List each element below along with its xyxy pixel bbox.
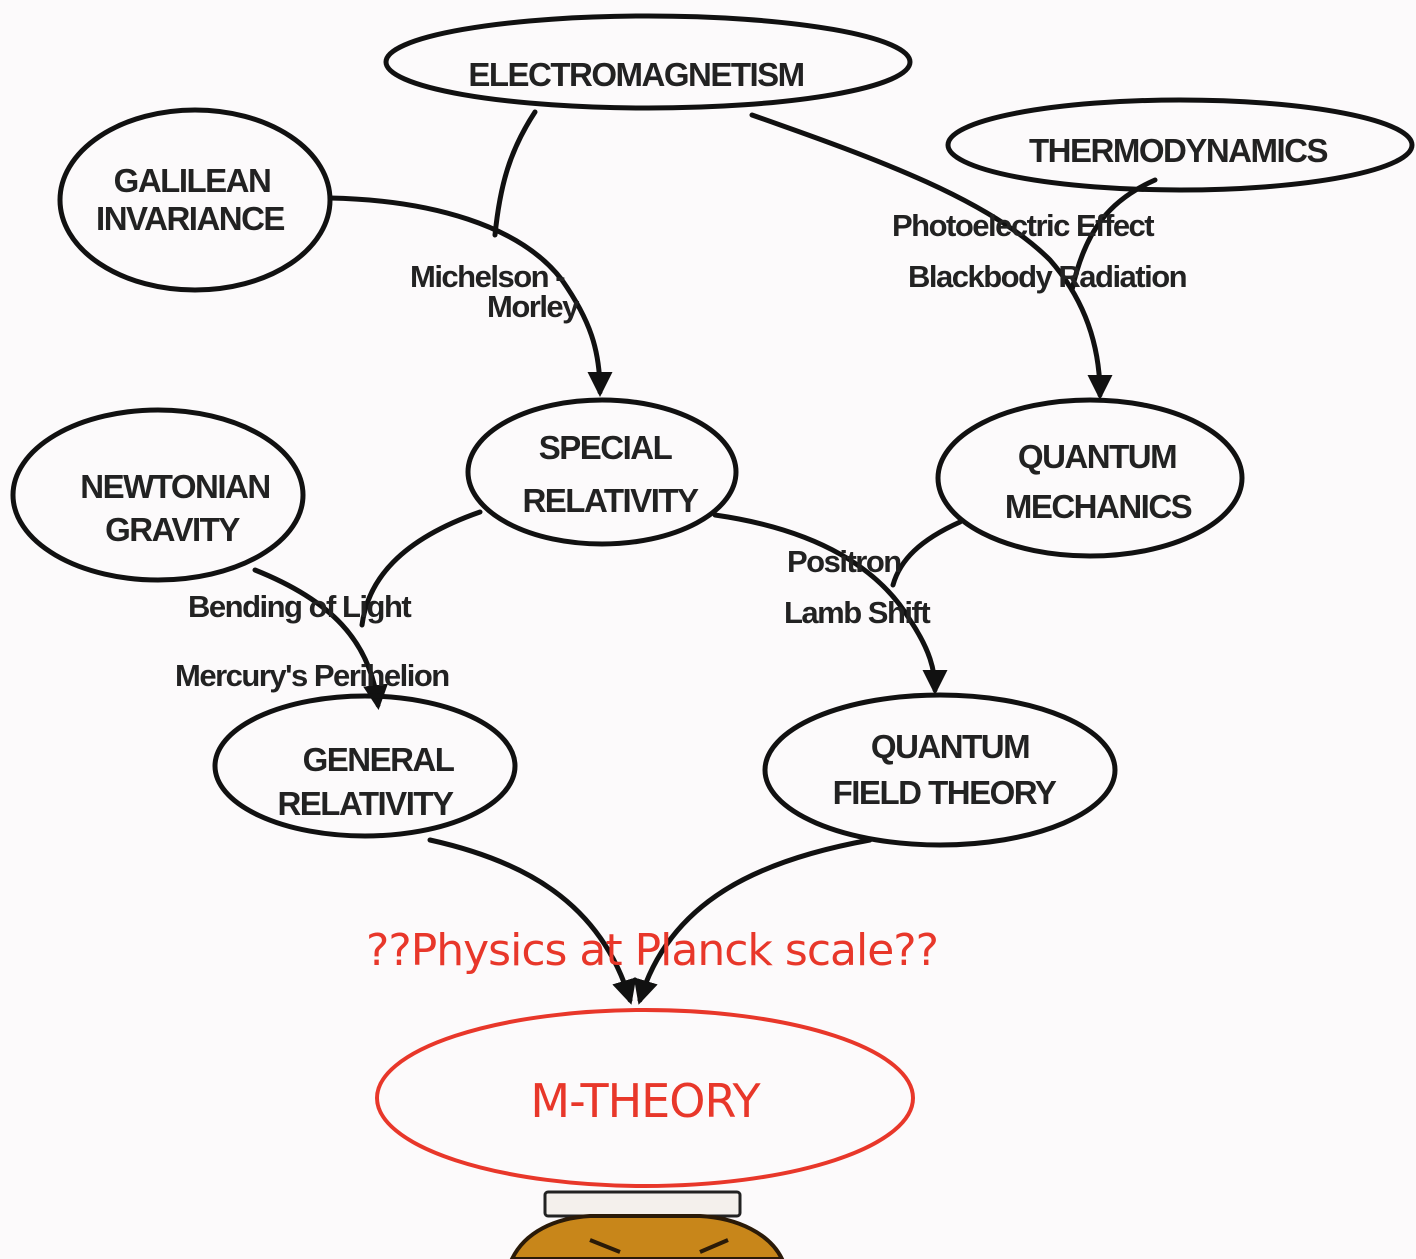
label-qft-line1: QUANTUM [871,728,1029,765]
edge-electromagnetism-special [495,112,535,235]
cartoon-figure [512,1192,782,1259]
label-special-line1: SPECIAL [539,429,673,466]
edge-label-photoelectric: Photoelectric Effect [892,208,1154,243]
edge-label-michelson-line2: Morley [487,289,580,324]
label-special-line2: RELATIVITY [522,482,699,519]
edge-label-positron: Positron [787,544,901,579]
label-galilean-line1: GALILEAN [114,162,271,199]
label-newtonian-line2: GRAVITY [105,511,240,548]
edge-label-blackbody: Blackbody Radiation [908,259,1187,294]
label-newtonian-line1: NEWTONIAN [80,468,269,505]
edge-label-bending: Bending of Light [188,589,411,624]
node-quantum-field-theory [765,695,1115,845]
edge-qm-qft [893,522,960,585]
edge-label-lamb: Lamb Shift [784,595,930,630]
label-general-line2: RELATIVITY [277,785,454,822]
label-qm-line1: QUANTUM [1018,438,1176,475]
node-special-relativity [468,400,736,544]
edge-qft-mtheory [640,840,870,1000]
label-thermodynamics: THERMODYNAMICS [1029,132,1327,169]
edge-label-mercury: Mercury's Perihelion [175,658,449,693]
label-electromagnetism: ELECTROMAGNETISM [468,56,803,93]
label-galilean-line2: INVARIANCE [96,200,284,237]
node-quantum-mechanics [938,400,1242,556]
label-qm-line2: MECHANICS [1005,488,1192,525]
planck-scale-caption: ??Physics at Planck scale?? [366,925,938,976]
label-m-theory: M-THEORY [530,1074,761,1128]
label-qft-line2: FIELD THEORY [833,774,1057,811]
edge-general-mtheory [430,840,630,1000]
label-general-line1: GENERAL [303,741,455,778]
